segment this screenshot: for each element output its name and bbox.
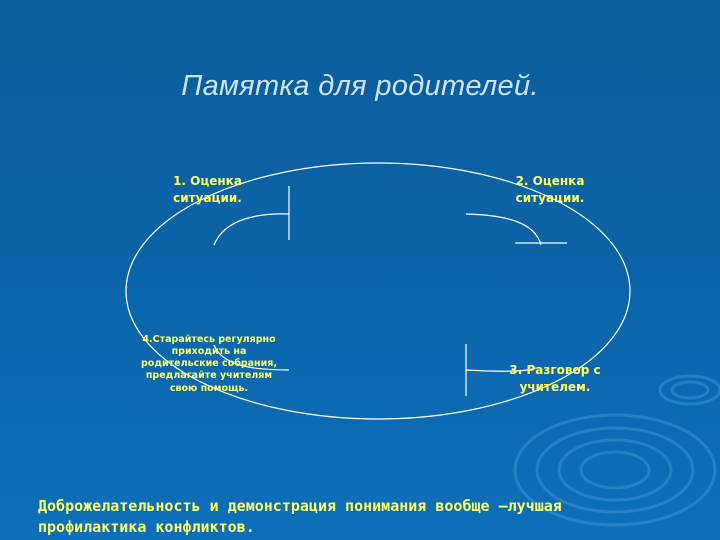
connector-3: [465, 344, 537, 396]
connector-1: [213, 186, 290, 246]
step-4-label: 4.Старайтесь регулярно приходить на роди…: [141, 334, 277, 394]
connector-4: [213, 344, 290, 371]
step-2-label: 2. Оценка ситуации.: [515, 174, 585, 206]
cycle-ellipse: [125, 162, 631, 420]
slide-title: Памятка для родителей.: [181, 70, 539, 102]
footer-note: Доброжелательность и демонстрация понима…: [38, 497, 562, 537]
step-3-label: 3. Разговор с учителем.: [509, 363, 601, 395]
connector-2: [465, 213, 567, 246]
step-1-label: 1. Оценка ситуации.: [173, 174, 242, 206]
